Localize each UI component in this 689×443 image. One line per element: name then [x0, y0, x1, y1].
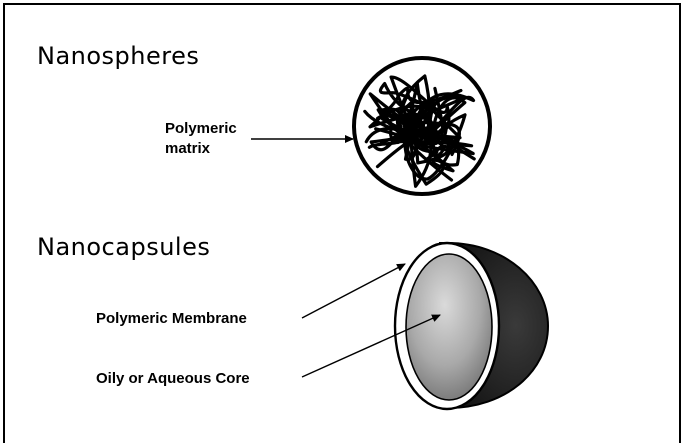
polymer-matrix-sphere-icon [354, 58, 490, 194]
nanocapsule-icon [395, 243, 548, 409]
polymeric-membrane-arrow [302, 264, 405, 318]
